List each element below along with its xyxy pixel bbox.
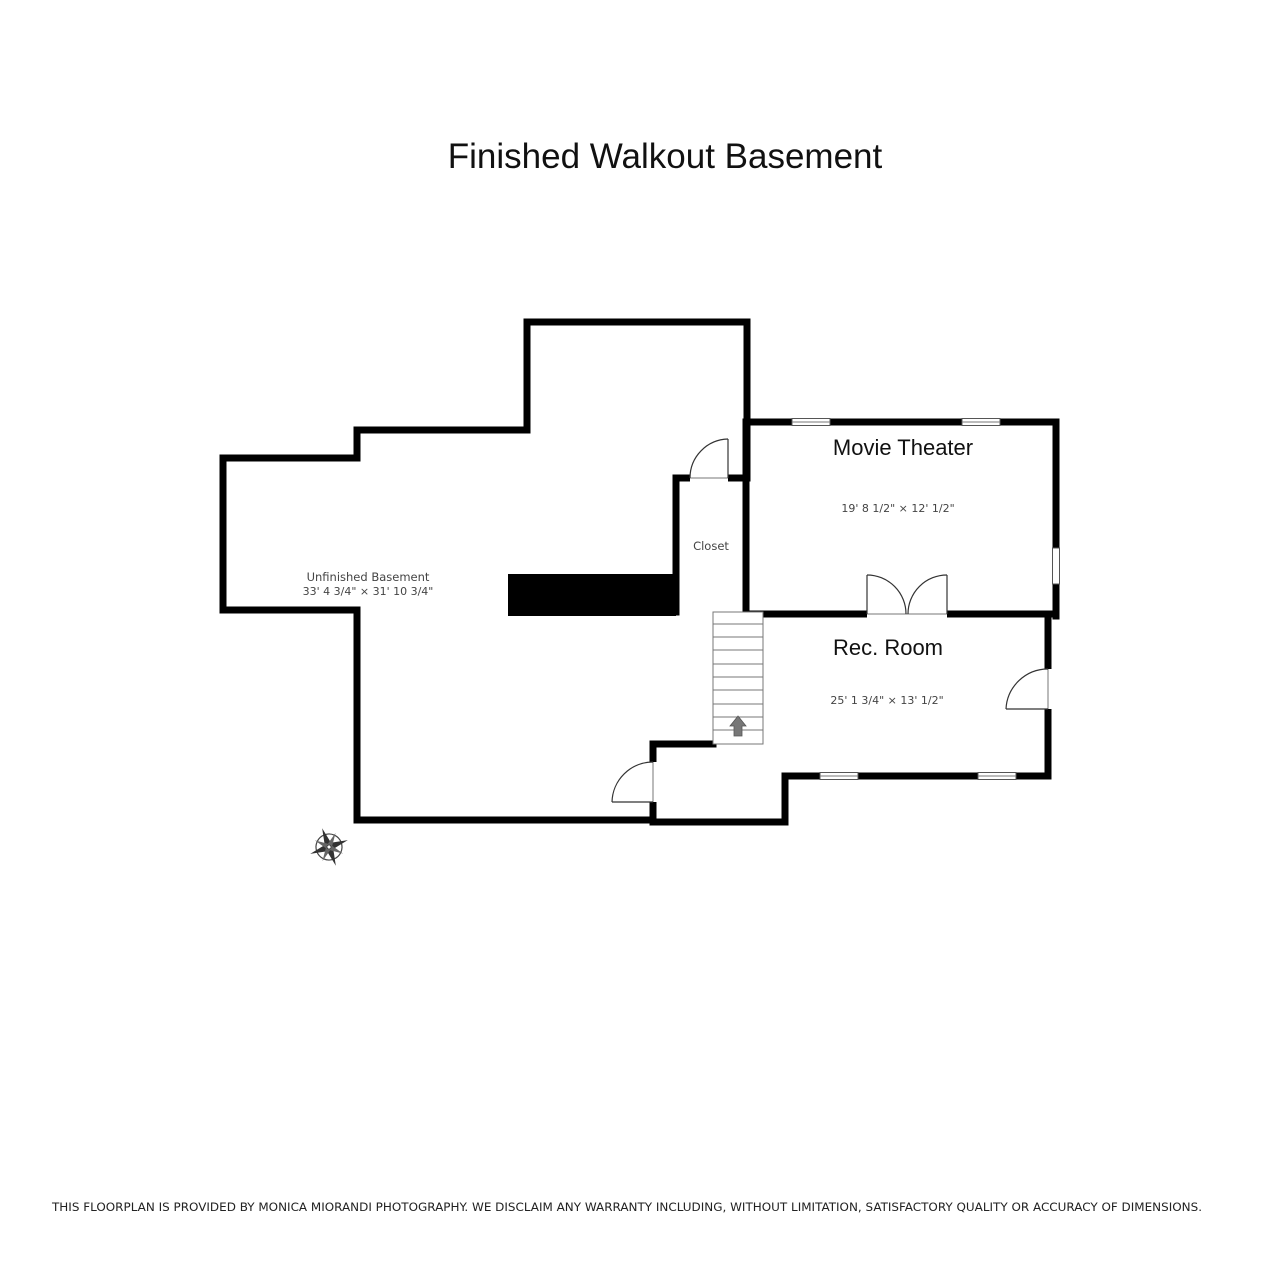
compass-rose-icon: [310, 828, 348, 866]
landing-wall: [649, 740, 717, 826]
rec-room-label: Rec. Room: [833, 635, 943, 660]
compass-center: [326, 844, 332, 850]
exterior-wall-main: [219, 318, 751, 824]
up-arrow-icon: [729, 715, 747, 737]
theater-door-left-swing: [866, 574, 907, 615]
closet-label: Closet: [693, 539, 729, 553]
window-theater-east: [1052, 547, 1060, 585]
floorplan-title: Finished Walkout Basement: [448, 137, 883, 176]
chimney-block: [508, 574, 676, 616]
movie-theater-label: Movie Theater: [833, 435, 973, 460]
rec-room-dimensions: 25' 1 3/4" × 13' 1/2": [830, 694, 943, 707]
closet-door-swing: [689, 438, 729, 479]
disclaimer-text: THIS FLOORPLAN IS PROVIDED BY MONICA MIO…: [51, 1200, 1202, 1214]
unfinished-basement-dimensions: 33' 4 3/4" × 31' 10 3/4": [303, 585, 434, 598]
rec-east-door-swing: [1005, 668, 1049, 710]
unfinished-basement-label: Unfinished Basement: [307, 570, 430, 584]
theater-door-right-swing: [907, 574, 948, 615]
landing-door-swing: [611, 761, 654, 803]
movie-theater-dimensions: 19' 8 1/2" × 12' 1/2": [841, 502, 954, 515]
staircase: [712, 611, 764, 745]
rec-room-wall: [649, 610, 1052, 826]
